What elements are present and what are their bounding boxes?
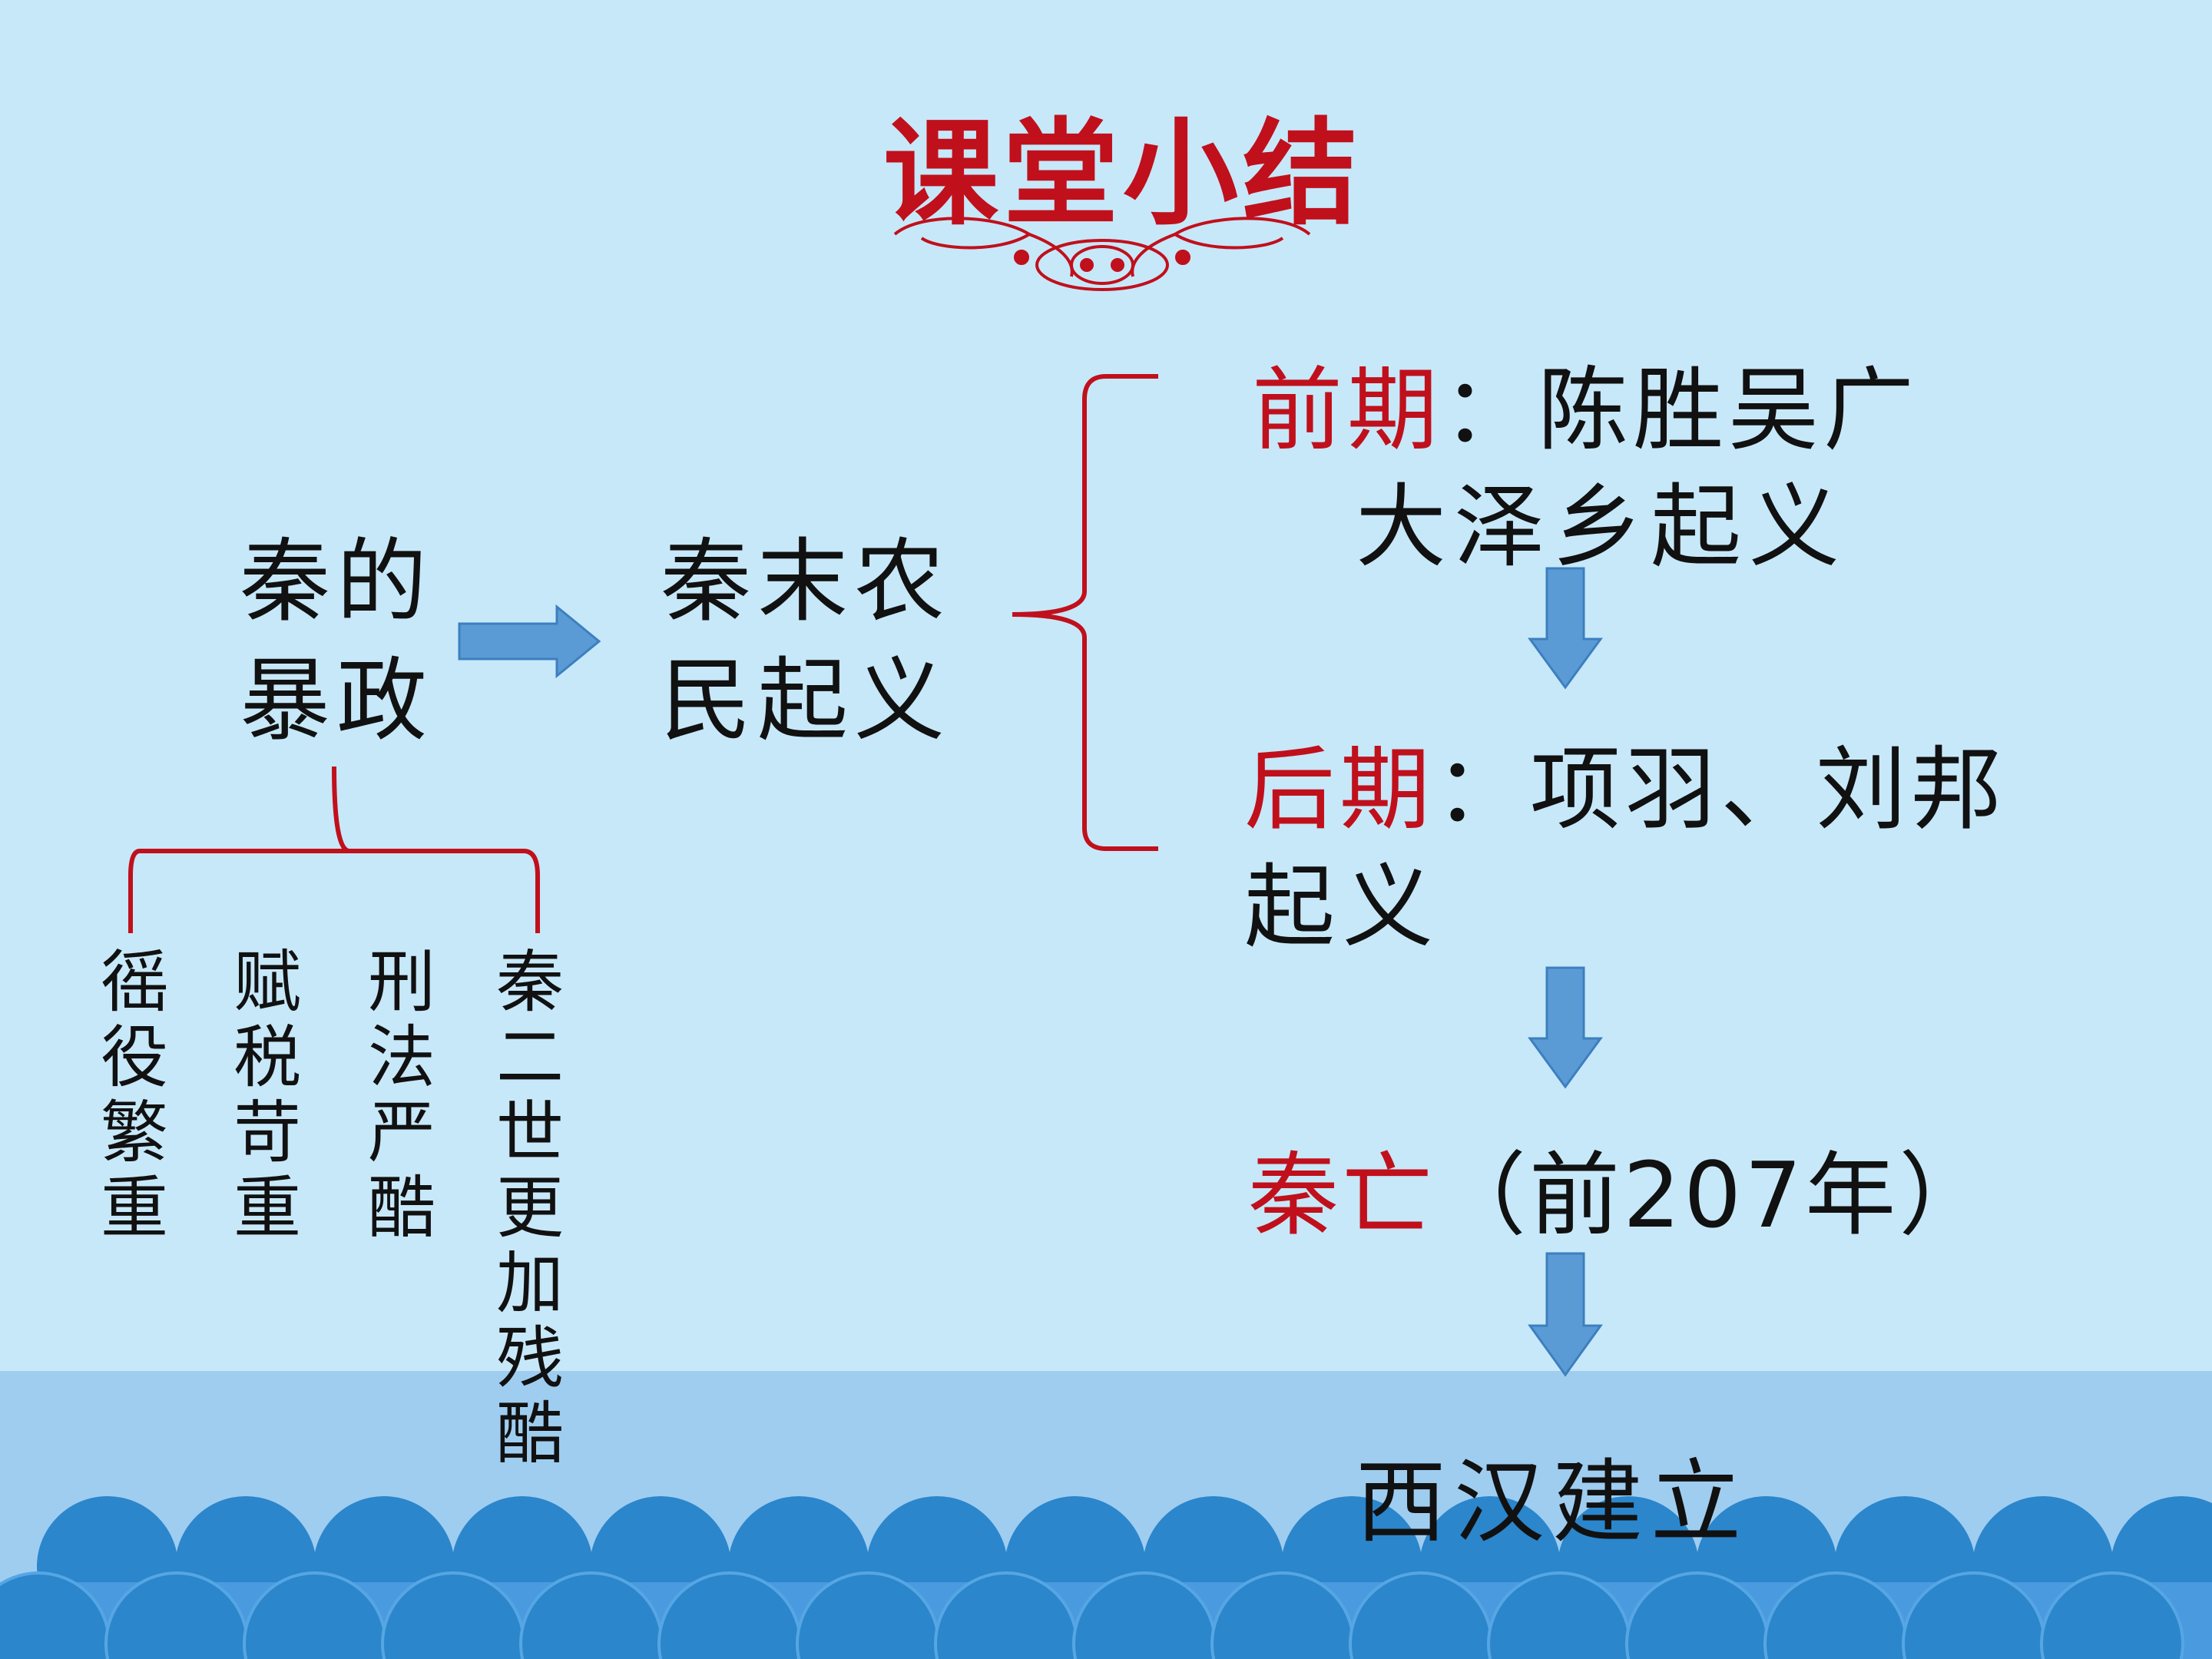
wave-row-front	[0, 1571, 2184, 1659]
late-text-2: 起义	[1244, 854, 1442, 960]
event-line-2: 民起义	[661, 647, 952, 753]
cause-line-2: 暴政	[240, 647, 434, 753]
event-line-1: 秦末农	[661, 528, 952, 634]
result-node: 西汉建立	[1356, 1449, 1750, 1555]
early-phase: 前期：陈胜吴广	[1252, 336, 1919, 468]
late-label: 后期	[1244, 737, 1435, 843]
event-node: 秦末农 民起义	[661, 522, 951, 760]
title-ornament	[893, 217, 1311, 291]
page-title: 课堂小结	[883, 108, 1363, 241]
late-text-1: 项羽、刘邦	[1530, 737, 2007, 843]
policy-second-emperor: 秦二世更加残酷	[495, 942, 564, 1473]
fall-node: 秦亡（前207年）	[1248, 1121, 1992, 1253]
late-sep: ：	[1435, 737, 1531, 843]
arrow-late-to-fall	[1528, 966, 1603, 1089]
fall-label: 秦亡	[1248, 1142, 1436, 1248]
early-label: 前期	[1252, 357, 1443, 463]
fall-date: （前207年）	[1435, 1142, 1993, 1248]
arrow-cause-to-event	[458, 604, 601, 679]
policy-taxes: 赋税苛重	[233, 942, 301, 1247]
arrow-early-to-late	[1528, 567, 1603, 690]
early-text-2: 大泽乡起义	[1356, 474, 1848, 580]
late-phase: 后期：项羽、刘邦	[1244, 716, 2006, 847]
policy-corvee: 徭役繁重	[100, 942, 168, 1247]
early-text-1: 陈胜吴广	[1538, 357, 1919, 463]
cause-node: 秦的 暴政	[240, 522, 433, 760]
early-sep: ：	[1442, 357, 1538, 463]
cause-line-1: 秦的	[240, 528, 434, 634]
policy-laws: 刑法严酷	[367, 942, 435, 1247]
brace-phases	[1012, 374, 1158, 851]
arrow-fall-to-result	[1528, 1252, 1603, 1377]
brace-policies	[128, 766, 540, 933]
